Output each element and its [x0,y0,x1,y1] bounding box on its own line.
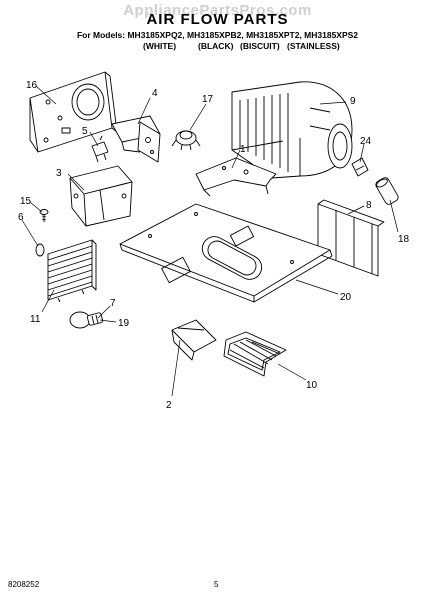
part-3-duct [69,165,133,227]
part-2-damper-door [171,319,217,361]
variant-stainless: (STAINLESS) [287,41,340,51]
variant-black: (BLACK) [198,41,234,51]
variant-biscuit: (BISCUIT) [240,41,280,51]
callout-8: 8 [366,200,372,211]
part-24-clip [351,157,369,177]
callout-10: 10 [306,380,318,391]
part-8-damper [317,199,385,277]
variant-white: (WHITE) [143,41,177,51]
part-15-screw [39,209,49,222]
callout-3: 3 [56,168,62,179]
page-title: AIR FLOW PARTS [146,11,289,28]
models-line: For Models: MH3185XPQ2, MH3185XPB2, MH31… [76,30,359,40]
part-18-capacitor [375,177,399,205]
callout-24: 24 [360,136,372,147]
callout-1: 1 [240,144,246,155]
document-number: 8208252 [8,580,40,589]
part-4-bracket [111,115,161,163]
part-9-blower [231,81,353,179]
part-17-thermostat [171,130,201,151]
callout-5: 5 [82,126,88,137]
part-5-switch [91,135,109,163]
callout-17: 17 [202,94,214,105]
callout-4: 4 [152,88,158,99]
callout-19: 19 [118,318,130,329]
callout-numbers: 1 2 3 4 5 6 7 8 9 10 11 15 16 17 18 19 2… [18,80,410,411]
part-6-lens [35,243,45,257]
callout-16: 16 [26,80,38,91]
leader-lines [21,85,399,397]
callout-20: 20 [340,292,352,303]
page-number: 5 [214,580,219,589]
callout-18: 18 [398,234,410,245]
part-11-grille [47,239,97,303]
callout-15: 15 [20,196,32,207]
watermark: AppliancePartsPros.com [123,2,312,19]
callout-7: 7 [110,298,116,309]
callout-9: 9 [350,96,356,107]
part-1-air-guide [195,157,277,197]
part-10-filter [223,331,287,377]
callout-2: 2 [166,400,172,411]
part-20-base-plate [119,203,333,303]
callout-6: 6 [18,212,24,223]
callout-11: 11 [30,314,41,325]
part-7-19-bulb [69,311,104,329]
part-16-plate [29,71,118,153]
